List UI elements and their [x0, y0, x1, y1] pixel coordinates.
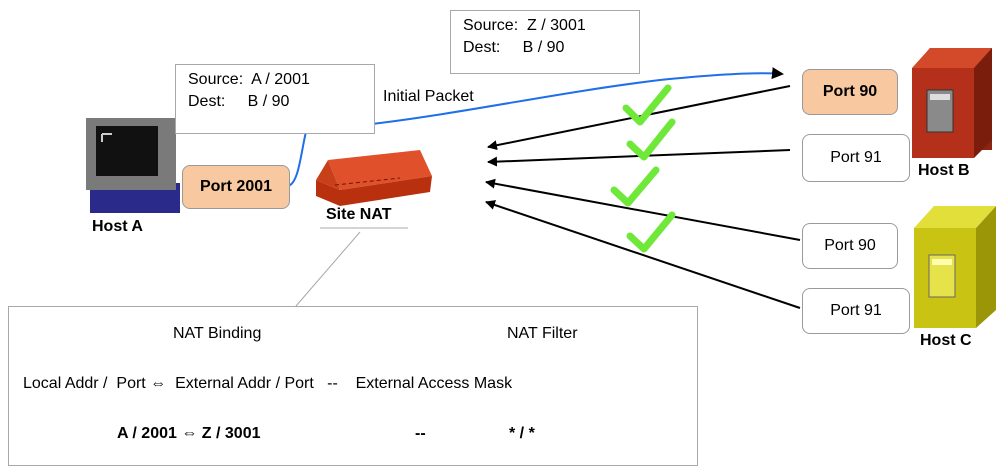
outer-packet-dest: Dest: B / 90 [463, 39, 565, 56]
host-c-port-90: Port 90 [802, 223, 898, 269]
host-a-computer-icon [86, 118, 180, 213]
nat-filter-value: * / * [509, 425, 535, 442]
host-b-server-icon [912, 48, 992, 158]
host-c-port-91: Port 91 [802, 288, 910, 334]
site-nat-label: Site NAT [326, 206, 392, 223]
check-icon [626, 118, 676, 161]
host-a-port-2001: Port 2001 [182, 165, 290, 209]
site-nat-router-icon [316, 150, 432, 229]
host-b-port-90: Port 90 [802, 69, 898, 115]
nat-row-separator: -- [415, 425, 426, 442]
nat-filter-header: NAT Filter [507, 325, 578, 342]
nat-binding-value: A / 2001 ⇔ Z / 3001 [117, 425, 261, 442]
host-b-label: Host B [918, 162, 970, 179]
nat-binding-header: NAT Binding [173, 325, 262, 342]
host-a-label: Host A [92, 218, 143, 235]
inner-packet-dest: Dest: B / 90 [188, 93, 290, 110]
nat-binding-table: NAT Binding NAT Filter Local Addr / Port… [8, 306, 698, 466]
nat-table-connector [295, 231, 361, 307]
outer-packet-source: Source: Z / 3001 [463, 17, 586, 34]
diagram-canvas [86, 48, 996, 328]
host-c-label: Host C [920, 332, 972, 349]
inner-packet-header-box: Source: A / 2001 Dest: B / 90 [175, 64, 375, 134]
arrow-port91-c [485, 200, 801, 309]
host-b-port-91: Port 91 [802, 134, 910, 182]
nat-columns-line: Local Addr / Port ⇔ External Addr / Port… [23, 375, 513, 392]
outer-packet-header-box: Source: Z / 3001 Dest: B / 90 [450, 10, 640, 74]
check-icon [626, 211, 676, 253]
check-icon [610, 166, 660, 207]
host-c-server-icon [914, 206, 996, 328]
arrow-port90-c [485, 178, 801, 241]
check-icon [622, 84, 672, 126]
inner-packet-source: Source: A / 2001 [188, 71, 310, 88]
initial-packet-label: Initial Packet [383, 88, 474, 105]
